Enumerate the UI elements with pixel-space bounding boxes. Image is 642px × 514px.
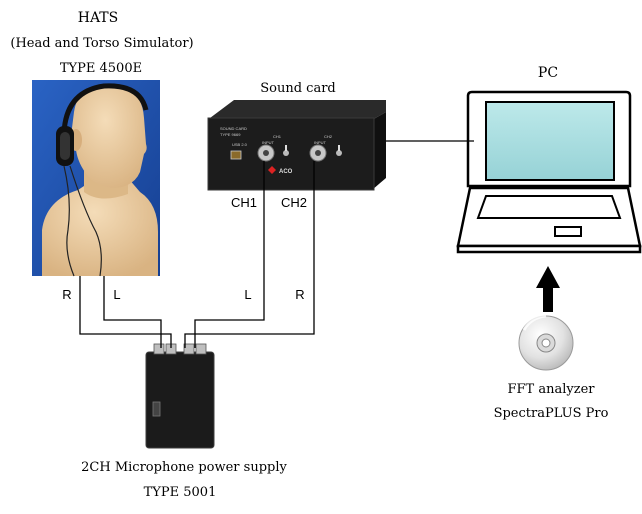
wire-hats-l: [103, 276, 162, 348]
hats-subtitle: (Head and Torso Simulator): [10, 36, 193, 51]
sound-card-title: Sound card: [260, 81, 336, 96]
power-switch: [152, 401, 161, 417]
laptop-keyboard: [476, 195, 622, 219]
wire-label-card-r: R: [295, 287, 304, 302]
laptop-screen: [485, 101, 615, 181]
sound-card-ch1-label: CH1: [273, 134, 282, 139]
sound-card-port-ch2: CH2: [281, 195, 307, 210]
usb-port: [230, 150, 242, 160]
sound-card-usb-label: USB 2.0: [232, 142, 248, 147]
aco-brand-text: ACO: [279, 169, 293, 175]
sound-card-ch2-label: CH2: [324, 134, 333, 139]
sound-card-input-label-1: INPUT: [262, 140, 275, 145]
wire-hats-r: [79, 276, 172, 348]
aco-logo: ACO: [268, 166, 293, 175]
sound-card-port-ch1: CH1: [231, 195, 257, 210]
sound-card-input-label-2: INPUT: [314, 140, 327, 145]
cd-disc-icon: [518, 314, 574, 371]
software-line-2: SpectraPLUS Pro: [494, 406, 609, 421]
pc-title: PC: [538, 65, 558, 81]
wire-card-r: [184, 161, 315, 348]
hats-title: HATS: [78, 10, 118, 26]
sound-card-panel-label-2: TYPE 9669: [220, 132, 241, 137]
up-arrow-icon: [536, 266, 560, 312]
software-line-1: FFT analyzer: [508, 382, 596, 397]
hats-model: TYPE 4500E: [60, 61, 142, 76]
power-supply-model: TYPE 5001: [144, 485, 217, 500]
hats-photo: [32, 80, 160, 277]
wire-label-card-l: L: [244, 287, 251, 302]
laptop-icon: [456, 90, 642, 254]
laptop-touchpad: [554, 226, 582, 237]
sound-card-photo: SOUND CARD TYPE 9669 USB 2.0 CH1 INPUT C…: [207, 100, 386, 191]
sound-card-panel-label-1: SOUND CARD: [220, 126, 247, 131]
power-supply-title: 2CH Microphone power supply: [81, 460, 287, 475]
power-supply-photo: [145, 343, 215, 449]
wire-label-hats-r: R: [62, 287, 71, 302]
wire-label-hats-l: L: [113, 287, 120, 302]
wiring: [79, 140, 474, 348]
